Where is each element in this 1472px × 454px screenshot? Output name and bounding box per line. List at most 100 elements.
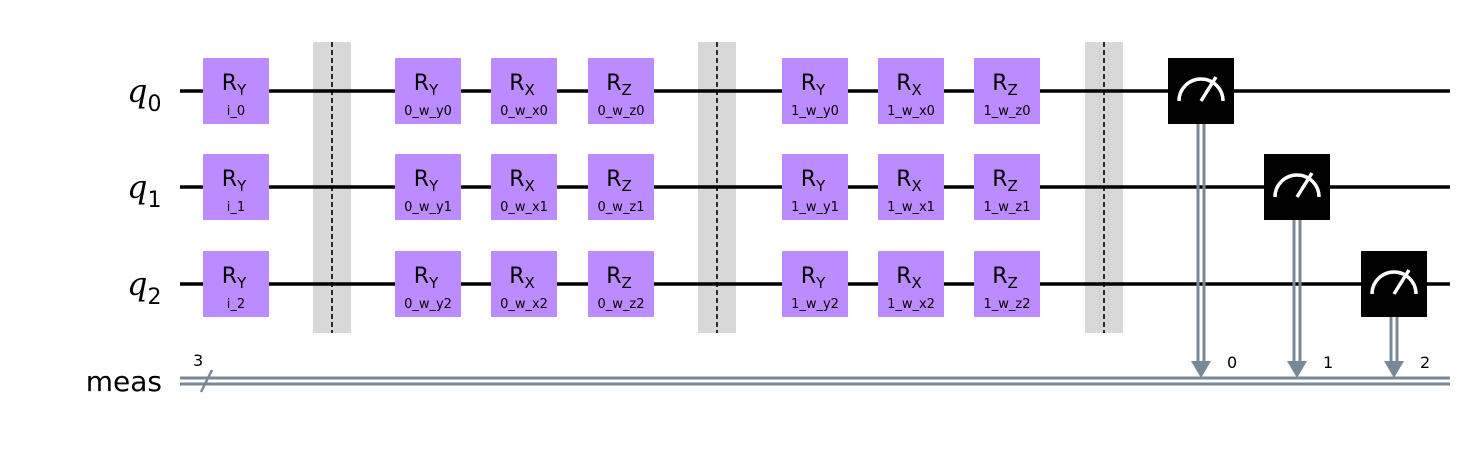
gate-parameter: i_2: [227, 297, 245, 312]
qubit-label: q2: [127, 265, 161, 310]
rotation-gate: RZ 1_w_z1: [974, 154, 1040, 220]
gate-name: RX: [896, 264, 922, 292]
gate-name: RY: [414, 264, 439, 292]
gate-box: [974, 251, 1040, 317]
gate-box: [491, 58, 557, 124]
rotation-gate: RY 0_w_y0: [395, 58, 461, 124]
rotation-gate: RY i_1: [203, 154, 269, 220]
classical-bit-label: 2: [1420, 353, 1430, 372]
gate-parameter: 0_w_x0: [500, 104, 548, 119]
meter-needle-icon: [1199, 76, 1218, 102]
gate-parameter: 1_w_z0: [984, 104, 1031, 119]
gate-box: [491, 251, 557, 317]
gate-parameter: 0_w_z1: [598, 200, 645, 215]
gate-box: [974, 58, 1040, 124]
gate-name: RZ: [992, 71, 1018, 99]
rotation-gate: RY0_w_y2: [395, 251, 461, 317]
meter-arc-icon: [1177, 77, 1225, 102]
meter-arc-icon: [1273, 173, 1321, 198]
gate-box: [588, 154, 654, 220]
gate-name: RY: [414, 167, 439, 195]
classical-bit-label: 0: [1227, 353, 1237, 372]
gate-box: [588, 58, 654, 124]
gate-parameter: 1_w_x0: [887, 104, 935, 119]
gate-name: RX: [509, 167, 535, 195]
qubit-label: q0: [127, 72, 161, 117]
gate-name: RX: [896, 167, 922, 195]
measure-box: [1168, 58, 1234, 124]
gate-parameter: 0_w_y0: [404, 104, 452, 119]
rotation-gate: RZ0_w_z2: [588, 251, 654, 317]
rotation-gate: RZ 0_w_z1: [588, 154, 654, 220]
measurement-gate: [1264, 154, 1330, 220]
gate-box: [491, 154, 557, 220]
rotation-gate: RX 0_w_x2: [491, 251, 557, 317]
gate-box: [203, 251, 269, 317]
gate-parameter: i_0: [227, 104, 245, 119]
gate-box: [878, 58, 944, 124]
rotation-gate: RZ0_w_z0: [588, 58, 654, 124]
measure-arrow: [1384, 361, 1404, 378]
gate-name: RY: [222, 71, 247, 99]
gate-name: RY: [801, 71, 826, 99]
gate-name: RY: [801, 264, 826, 292]
classical-register-label: meas: [86, 365, 162, 398]
gate-name: RX: [509, 264, 535, 292]
gate-name: RY: [222, 264, 247, 292]
rotation-gate: RY 1_w_y2: [782, 251, 848, 317]
gate-box: [974, 154, 1040, 220]
measurement-gate: [1168, 58, 1234, 124]
measurement-gate: [1361, 251, 1427, 317]
rotation-gate: RY i_2: [203, 251, 269, 317]
meter-needle-icon: [1392, 269, 1411, 295]
measure-arrow: [1287, 361, 1307, 378]
rotation-gate: RX 0_w_x0: [491, 58, 557, 124]
qubit-label: q1: [127, 168, 161, 213]
gate-box: [782, 251, 848, 317]
gate-parameter: 0_w_x2: [500, 297, 548, 312]
register-width-label: 3: [193, 351, 203, 370]
gate-box: [878, 154, 944, 220]
rotation-gate: RY i_0: [203, 58, 269, 124]
bus-slash: [199, 369, 214, 393]
rotation-gate: RY 1_w_y1: [782, 154, 848, 220]
gate-parameter: i_1: [227, 200, 245, 215]
gate-name: RY: [222, 167, 247, 195]
gate-parameter: 1_w_y0: [791, 104, 839, 119]
rotation-gate: RX 1_w_x2: [878, 251, 944, 317]
gate-parameter: 1_w_z2: [984, 297, 1031, 312]
gate-box: [878, 251, 944, 317]
measure-box: [1264, 154, 1330, 220]
rotation-gate: RY 1_w_y0: [782, 58, 848, 124]
gate-parameter: 1_w_z1: [984, 200, 1031, 215]
gate-box: [782, 58, 848, 124]
rotation-gate: RX1_w_x1: [878, 154, 944, 220]
gate-parameter: 0_w_z0: [598, 104, 645, 119]
gate-box: [782, 154, 848, 220]
gate-box: [203, 58, 269, 124]
gate-parameter: 1_w_x2: [887, 297, 935, 312]
rotation-gate: RX 1_w_x0: [878, 58, 944, 124]
gate-parameter: 1_w_y2: [791, 297, 839, 312]
gate-name: RZ: [992, 264, 1018, 292]
rotation-gate: RX0_w_x1: [491, 154, 557, 220]
rotation-gate: RY 0_w_y1: [395, 154, 461, 220]
gate-name: RX: [509, 71, 535, 99]
gate-name: RZ: [606, 167, 632, 195]
gate-box: [395, 58, 461, 124]
gate-name: RZ: [606, 264, 632, 292]
gate-box: [395, 154, 461, 220]
gate-parameter: 0_w_y1: [404, 200, 452, 215]
gate-name: RY: [801, 167, 826, 195]
classical-bit-label: 1: [1323, 353, 1333, 372]
measure-arrow: [1191, 361, 1211, 378]
gate-box: [203, 154, 269, 220]
rotation-gate: RZ 1_w_z2: [974, 251, 1040, 317]
gate-name: RX: [896, 71, 922, 99]
gate-parameter: 1_w_y1: [791, 200, 839, 215]
rotation-gate: RZ 1_w_z0: [974, 58, 1040, 124]
gate-name: RY: [414, 71, 439, 99]
gate-name: RZ: [992, 167, 1018, 195]
meter-arc-icon: [1370, 270, 1418, 295]
